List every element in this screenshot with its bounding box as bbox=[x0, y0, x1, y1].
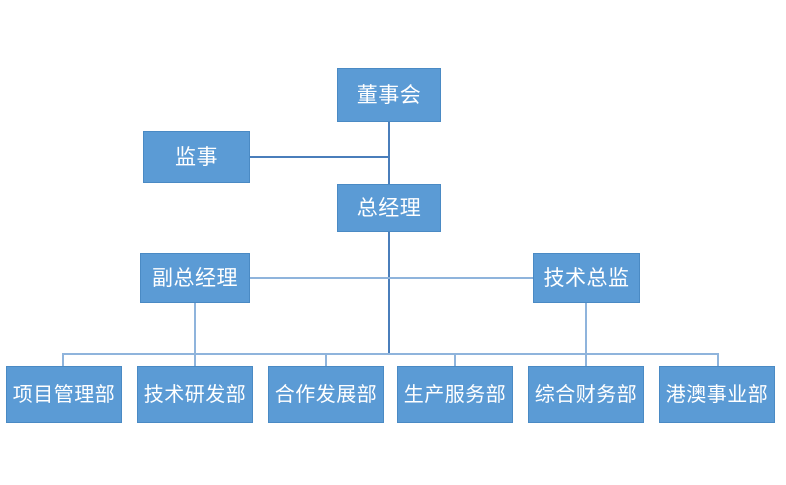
node-supervisor[interactable]: 监事 bbox=[143, 131, 250, 183]
connector-board-trunk bbox=[388, 122, 390, 232]
node-dept-cooperation-development[interactable]: 合作发展部 bbox=[268, 366, 384, 423]
node-dept-project-management[interactable]: 项目管理部 bbox=[6, 366, 122, 423]
node-dept-project-management-label: 项目管理部 bbox=[12, 383, 116, 406]
node-dept-cooperation-development-label: 合作发展部 bbox=[274, 383, 378, 406]
connector-drop-dept-6 bbox=[717, 353, 719, 366]
node-technical-director-label: 技术总监 bbox=[543, 266, 630, 290]
node-dept-comprehensive-finance[interactable]: 综合财务部 bbox=[528, 366, 644, 423]
connector-deputy-gm-drop bbox=[194, 303, 196, 354]
connector-supervisor-to-trunk bbox=[250, 156, 390, 158]
connector-drop-dept-1 bbox=[62, 353, 64, 366]
connector-drop-dept-4 bbox=[454, 353, 456, 366]
node-dept-comprehensive-finance-label: 综合财务部 bbox=[534, 383, 638, 406]
node-dept-production-service-label: 生产服务部 bbox=[403, 383, 507, 406]
node-deputy-general-manager-label: 副总经理 bbox=[152, 266, 238, 290]
node-technical-director[interactable]: 技术总监 bbox=[533, 253, 640, 303]
connector-technical-director-drop bbox=[585, 303, 587, 354]
node-general-manager[interactable]: 总经理 bbox=[337, 184, 441, 232]
connector-drop-dept-2 bbox=[194, 353, 196, 366]
node-dept-technical-rd[interactable]: 技术研发部 bbox=[137, 366, 253, 423]
node-board-label: 董事会 bbox=[356, 83, 422, 107]
node-dept-hk-macau-business-label: 港澳事业部 bbox=[665, 383, 769, 406]
connector-drop-dept-3 bbox=[325, 353, 327, 366]
node-dept-production-service[interactable]: 生产服务部 bbox=[397, 366, 513, 423]
connector-vice-level-spine bbox=[250, 277, 534, 279]
node-dept-technical-rd-label: 技术研发部 bbox=[143, 383, 247, 406]
node-deputy-general-manager[interactable]: 副总经理 bbox=[140, 253, 250, 303]
node-general-manager-label: 总经理 bbox=[356, 196, 422, 220]
connector-department-bus bbox=[62, 353, 718, 355]
connector-drop-dept-5 bbox=[585, 353, 587, 366]
node-supervisor-label: 监事 bbox=[175, 145, 218, 169]
node-board[interactable]: 董事会 bbox=[337, 68, 441, 122]
connector-general-manager-trunk bbox=[388, 232, 390, 354]
node-dept-hk-macau-business[interactable]: 港澳事业部 bbox=[659, 366, 775, 423]
